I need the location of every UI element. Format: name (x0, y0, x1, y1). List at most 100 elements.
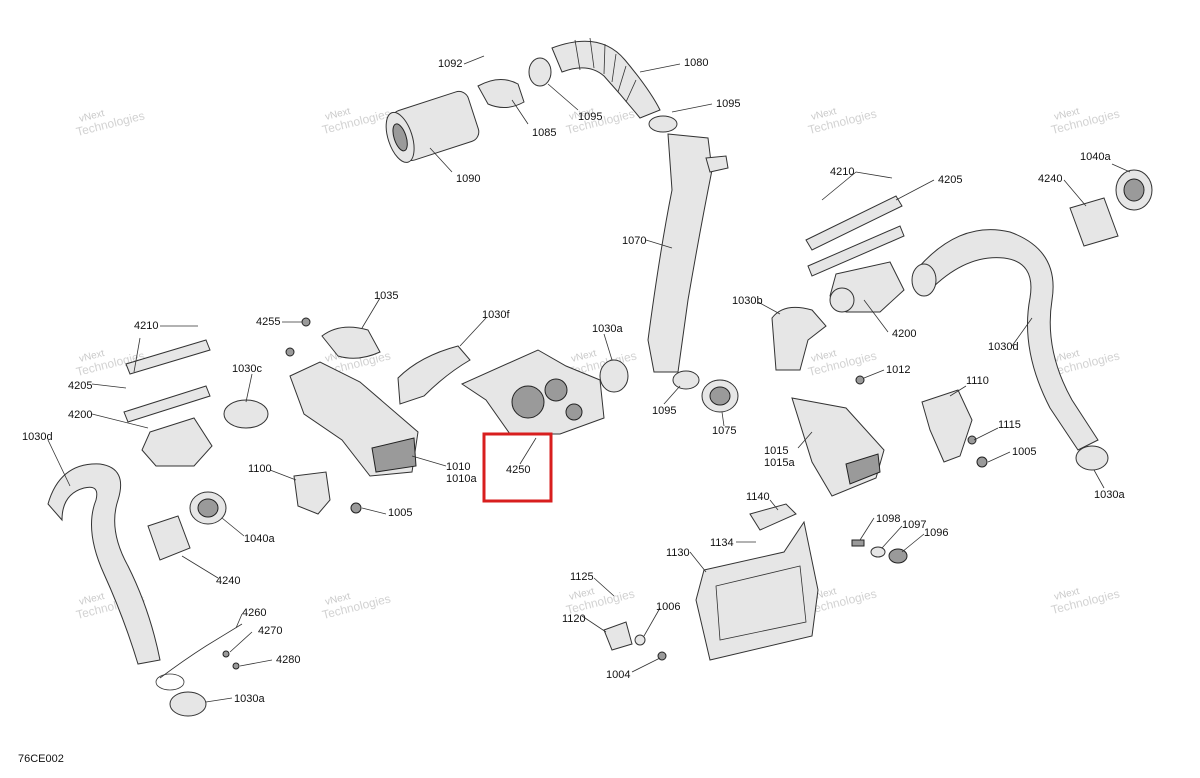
part-label: 1030d (988, 341, 1019, 353)
clamp-1095-lower (672, 370, 700, 390)
part-label: 4210 (830, 166, 854, 178)
strap-4260 (159, 623, 243, 679)
part-label: 4240 (1038, 173, 1062, 185)
part-label: 1070 (622, 235, 646, 247)
part-label: 1095 (578, 111, 602, 123)
coupler-1030c (223, 399, 269, 429)
part-label: 1015a (764, 457, 795, 469)
duct-1030d-left (47, 463, 161, 665)
outlet-1015 (791, 397, 885, 497)
bellows-hose-1080 (551, 40, 661, 119)
part-label: 1090 (456, 173, 480, 185)
bracket-4240-right (1069, 197, 1119, 247)
leader-lines (47, 55, 1131, 703)
clamp-1095-top (528, 57, 552, 87)
part-label: 1096 (924, 527, 948, 539)
part-label: 1095 (652, 405, 676, 417)
diagram-code: 76CE002 (18, 753, 64, 765)
part-label: 1075 (712, 425, 736, 437)
part-label: 1092 (438, 58, 462, 70)
washer-1097 (870, 546, 886, 558)
part-label: 1030b (732, 295, 763, 307)
part-label: 1100 (248, 463, 272, 475)
part-label: 1040a (244, 533, 275, 545)
screw-4280 (232, 662, 240, 670)
part-label: 1006 (656, 601, 680, 613)
part-label-highlighted: 4250 (506, 464, 530, 476)
nut-1005-center (350, 502, 362, 514)
nut-1005-right (976, 456, 988, 468)
bolt-1115 (967, 435, 977, 445)
part-label: 1095 (716, 98, 740, 110)
bolt-4255-b (285, 347, 295, 357)
part-label: 4205 (68, 380, 92, 392)
part-label: 1015 (764, 445, 788, 457)
grommet-1096 (888, 548, 908, 564)
coupler-1030a-right (1075, 445, 1109, 471)
part-label: 1030f (482, 309, 510, 321)
part-label: 1030a (234, 693, 265, 705)
part-label: 1080 (684, 57, 708, 69)
bracket-1110 (921, 389, 973, 463)
part-label: 1010a (446, 473, 477, 485)
tube-1070-spout (705, 155, 729, 173)
coupler-1030a-left (169, 691, 207, 717)
elbow-1035 (321, 326, 381, 359)
bracket-1100 (293, 471, 331, 515)
rail-4205-right (805, 195, 903, 251)
elbow-1085 (477, 79, 525, 108)
rail-4205-left (125, 339, 211, 375)
part-labels: 1092 1080 1095 1085 1095 1090 4210 4205 … (22, 57, 1125, 705)
washer-1006 (634, 634, 646, 646)
part-label: 4200 (892, 328, 916, 340)
cap-1030a-center (599, 359, 629, 393)
part-label: 1030a (592, 323, 623, 335)
part-label: 1140 (746, 491, 770, 503)
part-label: 1098 (876, 513, 900, 525)
tube-1070 (647, 133, 713, 373)
part-label: 1035 (374, 290, 398, 302)
part-label: 1004 (606, 669, 630, 681)
part-label: 4205 (938, 174, 962, 186)
part-label: 1120 (562, 613, 586, 625)
elbow-1030b (771, 306, 827, 371)
clamp-1095 (648, 115, 678, 133)
screw-4270 (222, 650, 230, 658)
part-label: 1040a (1080, 151, 1111, 163)
part-label: 1130 (666, 547, 690, 559)
parts (47, 37, 1153, 717)
bolt-1012 (855, 375, 865, 385)
bracket-1120 (603, 621, 633, 651)
airbox-1010-mouth (371, 437, 417, 473)
part-label: 1005 (388, 507, 412, 519)
part-label: 1085 (532, 127, 556, 139)
part-label: 1125 (570, 571, 594, 583)
part-label: 1030c (232, 363, 262, 375)
bracket-4240-left (147, 515, 191, 561)
housing-4200-left (141, 417, 213, 467)
part-label: 4255 (256, 316, 280, 328)
highlight-box-4250 (482, 432, 553, 503)
duct-1030d-right (917, 229, 1099, 451)
part-label: 4260 (242, 607, 266, 619)
part-label: 1115 (998, 419, 1021, 431)
part-label: 1005 (1012, 446, 1036, 458)
rail-4205-left-lower (123, 385, 211, 423)
part-label: 4240 (216, 575, 240, 587)
part-label: 1134 (710, 537, 734, 549)
part-label: 1010 (446, 461, 470, 473)
part-label: 1012 (886, 364, 910, 376)
part-label: 1030d (22, 431, 53, 443)
part-label: 4270 (258, 625, 282, 637)
part-label: 4210 (134, 320, 158, 332)
part-label: 4280 (276, 654, 300, 666)
hose-1030f (397, 345, 471, 405)
bellows-ribs (574, 37, 637, 103)
air-filter-1090 (385, 90, 480, 163)
bracket-1140 (749, 503, 797, 531)
bolt-4255 (301, 317, 311, 327)
part-label: 4200 (68, 409, 92, 421)
rail-4205-right-lower (807, 225, 905, 277)
